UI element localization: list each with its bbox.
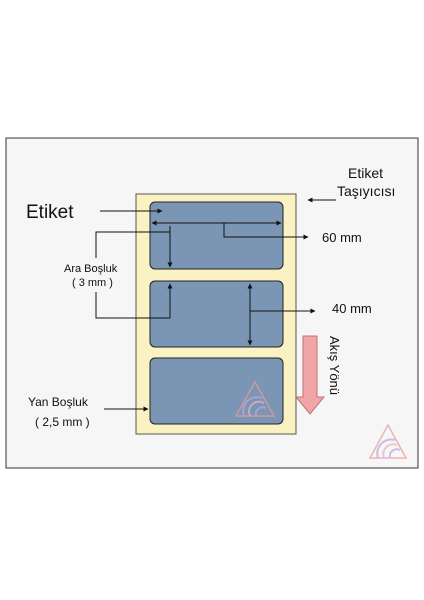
width-dimension-label: 60 mm xyxy=(322,230,362,245)
gap-label-line2: ( 3 mm ) xyxy=(72,277,113,289)
width-leader-line xyxy=(223,223,309,240)
label-1 xyxy=(149,201,284,270)
height-dimension-label: 40 mm xyxy=(332,301,372,316)
side-margin-label-line1: Yan Boşluk xyxy=(28,395,89,409)
carrier-title-line1: Etiket xyxy=(348,165,383,181)
corner-logo xyxy=(368,423,408,459)
label-3 xyxy=(149,357,284,425)
carrier-title-line2: Taşıyıcısı xyxy=(337,183,395,199)
watermark-logo xyxy=(234,380,276,417)
side-margin-label-line2: ( 2,5 mm ) xyxy=(35,415,90,429)
flow-direction-label: Akış Yönü xyxy=(327,336,342,395)
gap-label-line1: Ara Boşluk xyxy=(64,263,118,275)
gap-bracket-top xyxy=(95,231,170,258)
etiket-title: Etiket xyxy=(26,202,74,223)
gap-bracket-bottom xyxy=(95,292,170,319)
flow-direction-arrow xyxy=(294,335,326,415)
